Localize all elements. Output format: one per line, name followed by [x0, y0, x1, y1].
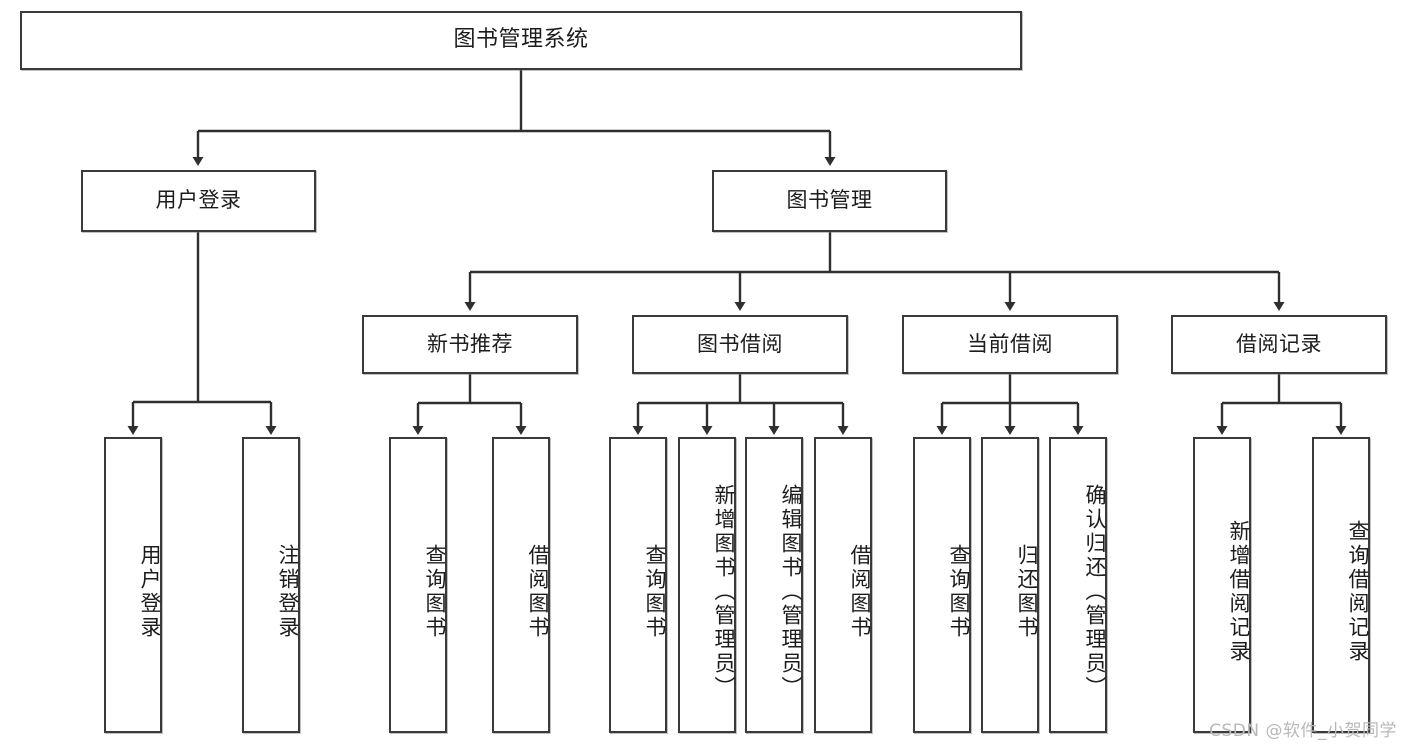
node-user-login[interactable]: 用户登录 [81, 170, 316, 232]
node-new-book-recommend[interactable]: 新书推荐 [362, 315, 578, 374]
node-leaf-add-book[interactable]: 新增图书（管理员） [678, 437, 736, 733]
node-label: 图书借阅 [697, 331, 783, 356]
node-label: 查询图书 [947, 544, 971, 640]
node-label: 编辑图书（管理员） [779, 484, 803, 700]
node-label: 新书推荐 [427, 331, 513, 356]
node-label: 用户登录 [155, 188, 242, 213]
node-label: 借阅记录 [1236, 331, 1322, 356]
node-leaf-query-book-3[interactable]: 查询图书 [913, 437, 971, 733]
node-borrow-record[interactable]: 借阅记录 [1171, 315, 1387, 374]
node-label: 确认归还（管理员） [1083, 484, 1107, 700]
node-label: 借阅图书 [526, 544, 550, 640]
node-label: 归还图书 [1015, 544, 1039, 640]
node-label: 新增图书（管理员） [712, 484, 736, 700]
node-leaf-query-book-1[interactable]: 查询图书 [389, 437, 447, 733]
node-label: 查询图书 [423, 544, 447, 640]
node-leaf-borrow-book-1[interactable]: 借阅图书 [492, 437, 550, 733]
node-label: 用户登录 [138, 544, 162, 640]
node-leaf-edit-book[interactable]: 编辑图书（管理员） [745, 437, 803, 733]
node-current-borrow[interactable]: 当前借阅 [902, 315, 1118, 374]
node-leaf-logout-login[interactable]: 注销登录 [242, 437, 300, 733]
node-label: 新增借阅记录 [1227, 520, 1251, 664]
node-label: 图书管理系统 [453, 27, 589, 53]
node-label: 当前借阅 [967, 331, 1053, 356]
node-leaf-add-borrow-record[interactable]: 新增借阅记录 [1193, 437, 1251, 733]
node-leaf-return-book[interactable]: 归还图书 [981, 437, 1039, 733]
node-label: 借阅图书 [848, 544, 872, 640]
node-leaf-query-book-2[interactable]: 查询图书 [609, 437, 667, 733]
node-label: 查询借阅记录 [1346, 520, 1370, 664]
node-book-borrow[interactable]: 图书借阅 [632, 315, 848, 374]
node-leaf-borrow-book-2[interactable]: 借阅图书 [814, 437, 872, 733]
node-root-book-management-system[interactable]: 图书管理系统 [20, 11, 1022, 70]
node-label: 注销登录 [276, 544, 300, 640]
csdn-watermark: CSDN @软件_小贺同学 [1209, 721, 1397, 741]
node-leaf-confirm-return[interactable]: 确认归还（管理员） [1049, 437, 1107, 733]
node-leaf-query-borrow-record[interactable]: 查询借阅记录 [1312, 437, 1370, 733]
node-book-management[interactable]: 图书管理 [712, 170, 947, 232]
node-label: 图书管理 [786, 188, 873, 213]
node-label: 查询图书 [643, 544, 667, 640]
node-leaf-user-login[interactable]: 用户登录 [104, 437, 162, 733]
